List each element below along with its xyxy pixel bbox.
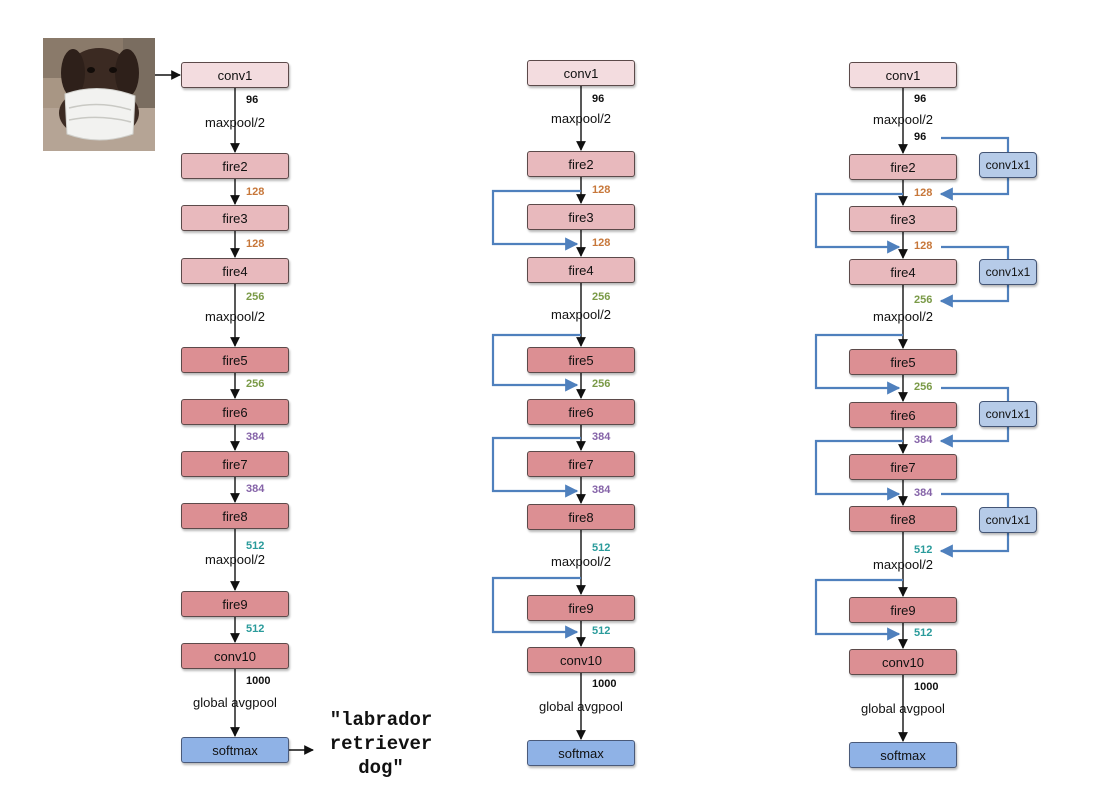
bypass-connection [491,333,581,392]
conv1x1-bypass-layer: conv1x1 [979,259,1037,285]
bypass-connection [814,333,903,395]
layer-fire6-col1: fire6 [181,399,289,425]
layer-fire6-col2: fire6 [527,399,635,425]
pool-label: maxpool/2 [551,307,611,322]
layer-fire5-col1: fire5 [181,347,289,373]
channel-count-512: 512 [592,625,611,637]
channel-count-384: 384 [914,487,933,499]
layer-fire3-col3: fire3 [849,206,957,232]
pool-label: maxpool/2 [873,309,933,324]
channel-count-128: 128 [246,186,265,198]
channel-count-256: 256 [592,378,611,390]
layer-conv10-col3: conv10 [849,649,957,675]
channel-count-256: 256 [246,291,265,303]
pool-label: maxpool/2 [873,112,933,127]
layer-conv10-col1: conv10 [181,643,289,669]
layer-fire5-col2: fire5 [527,347,635,373]
channel-count-256: 256 [914,294,933,306]
channel-count-1000: 1000 [246,675,271,687]
pool-label: global avgpool [193,695,277,710]
pool-label: maxpool/2 [873,557,933,572]
channel-count-128: 128 [914,240,933,252]
layer-fire4-col3: fire4 [849,259,957,285]
channel-count-512: 512 [914,627,933,639]
layer-fire3-col1: fire3 [181,205,289,231]
output-prediction-label: "labrador retriever dog" [329,709,433,779]
channel-count-96: 96 [914,93,927,105]
layer-fire8-col3: fire8 [849,506,957,532]
layer-fire8-col2: fire8 [527,504,635,530]
layer-softmax-col2: softmax [527,740,635,766]
layer-fire2-col3: fire2 [849,154,957,180]
channel-count-384: 384 [246,483,265,495]
layer-conv1-col1: conv1 [181,62,289,88]
pool-label: global avgpool [539,699,623,714]
channel-count-512: 512 [914,544,933,556]
channel-count-384: 384 [246,431,265,443]
channel-count-128: 128 [592,237,611,249]
channel-count-256: 256 [246,378,265,390]
input-image-dog-with-mask [43,38,155,151]
layer-softmax-col1: softmax [181,737,289,763]
channel-count-512: 512 [246,540,265,552]
bypass-connection [814,439,903,501]
bypass-connection [814,578,903,641]
channel-count-1000: 1000 [592,678,617,690]
channel-count-128: 128 [914,187,933,199]
channel-count-128: 128 [592,184,611,196]
pool-label: maxpool/2 [205,552,265,567]
layer-fire2-col2: fire2 [527,151,635,177]
channel-count-384: 384 [592,431,611,443]
layer-fire3-col2: fire3 [527,204,635,230]
layer-fire5-col3: fire5 [849,349,957,375]
pool-label: maxpool/2 [551,554,611,569]
pool-label: global avgpool [861,701,945,716]
channel-count-96: 96 [914,131,927,143]
pool-label: maxpool/2 [205,309,265,324]
layer-fire7-col2: fire7 [527,451,635,477]
conv1x1-bypass-layer: conv1x1 [979,152,1037,178]
channel-count-256: 256 [914,381,933,393]
layer-conv1-col2: conv1 [527,60,635,86]
layer-fire9-col2: fire9 [527,595,635,621]
channel-count-384: 384 [592,484,611,496]
bypass-connection [491,189,581,251]
conv1x1-bypass-layer: conv1x1 [979,507,1037,533]
layer-fire4-col2: fire4 [527,257,635,283]
layer-fire9-col3: fire9 [849,597,957,623]
channel-count-1000: 1000 [914,681,939,693]
channel-count-512: 512 [246,623,265,635]
layer-fire9-col1: fire9 [181,591,289,617]
bypass-connection [814,192,903,254]
bypass-connection [491,436,581,498]
layer-fire2-col1: fire2 [181,153,289,179]
channel-count-128: 128 [246,238,265,250]
conv1x1-bypass-layer: conv1x1 [979,401,1037,427]
channel-count-384: 384 [914,434,933,446]
bypass-connection [491,576,581,639]
pool-label: maxpool/2 [205,115,265,130]
layer-fire7-col1: fire7 [181,451,289,477]
channel-count-96: 96 [592,93,605,105]
layer-softmax-col3: softmax [849,742,957,768]
layer-fire8-col1: fire8 [181,503,289,529]
layer-conv10-col2: conv10 [527,647,635,673]
layer-fire4-col1: fire4 [181,258,289,284]
channel-count-256: 256 [592,291,611,303]
pool-label: maxpool/2 [551,111,611,126]
channel-count-512: 512 [592,542,611,554]
layer-conv1-col3: conv1 [849,62,957,88]
layer-fire7-col3: fire7 [849,454,957,480]
layer-fire6-col3: fire6 [849,402,957,428]
channel-count-96: 96 [246,94,259,106]
